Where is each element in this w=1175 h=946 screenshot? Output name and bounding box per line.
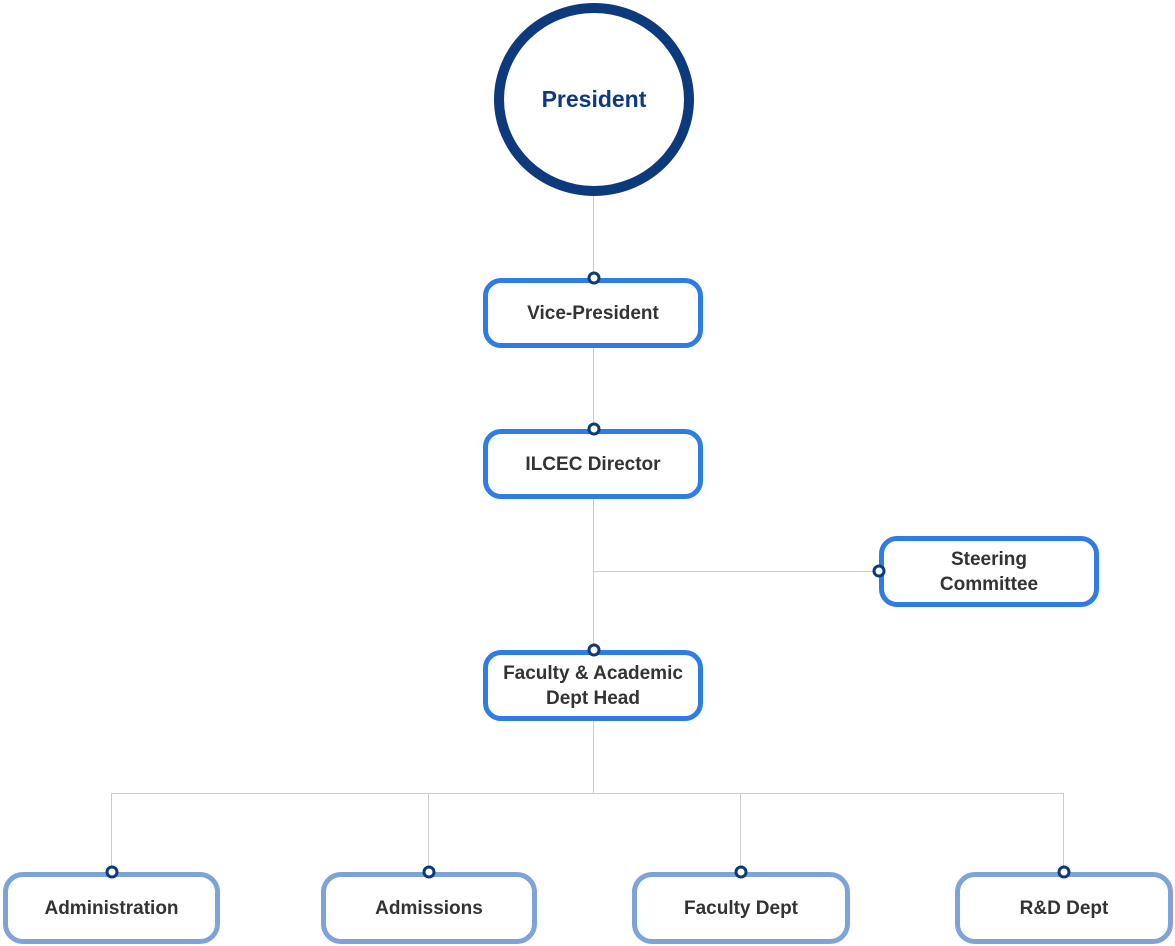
node-president: President [494, 3, 694, 196]
node-faculty-academic-label-line1: Faculty & Academic [503, 662, 683, 684]
connector-faculty-academic-to-bottom-row [593, 721, 594, 793]
node-faculty-dept-label: Faculty Dept [683, 897, 799, 919]
node-administration: Administration [3, 872, 220, 944]
node-faculty-academic-label-line2: Dept Head [546, 687, 640, 709]
connector-drop-admissions [428, 793, 429, 872]
connector-vice-president-to-ilcec-director [593, 348, 594, 429]
node-steering-committee-label-line1: Steering [950, 548, 1028, 570]
connector-drop-faculty-dept [740, 793, 741, 872]
connector-ilcec-director-to-faculty-academic [593, 499, 594, 650]
connector-branch-to-steering-committee [593, 571, 879, 572]
node-steering-committee: Steering Committee [879, 536, 1099, 607]
connector-drop-administration [111, 793, 112, 872]
connector-dot-administration [105, 865, 119, 879]
connector-president-to-vice-president [593, 196, 594, 278]
connector-dot-ilcec-director [587, 422, 601, 436]
node-vice-president-label: Vice-President [527, 302, 659, 324]
node-steering-committee-label-line2: Committee [939, 573, 1039, 595]
node-vice-president: Vice-President [483, 278, 703, 348]
node-admissions-label: Admissions [375, 897, 483, 919]
connector-dot-rd-dept [1057, 865, 1071, 879]
connector-bottom-row-horizontal [111, 793, 1064, 794]
node-faculty-dept: Faculty Dept [632, 872, 850, 944]
connector-dot-vice-president [587, 271, 601, 285]
node-ilcec-director: ILCEC Director [483, 429, 703, 499]
node-faculty-academic-dept-head: Faculty & Academic Dept Head [483, 650, 703, 721]
node-administration-label: Administration [44, 897, 179, 919]
connector-dot-faculty-academic [587, 643, 601, 657]
connector-dot-faculty-dept [734, 865, 748, 879]
connector-drop-rd-dept [1063, 793, 1064, 872]
node-admissions: Admissions [321, 872, 537, 944]
connector-dot-steering-committee [872, 564, 886, 578]
node-rd-dept: R&D Dept [955, 872, 1173, 944]
connector-dot-admissions [422, 865, 436, 879]
node-president-label: President [541, 86, 647, 112]
node-ilcec-director-label: ILCEC Director [525, 453, 661, 475]
node-rd-dept-label: R&D Dept [1019, 897, 1109, 919]
